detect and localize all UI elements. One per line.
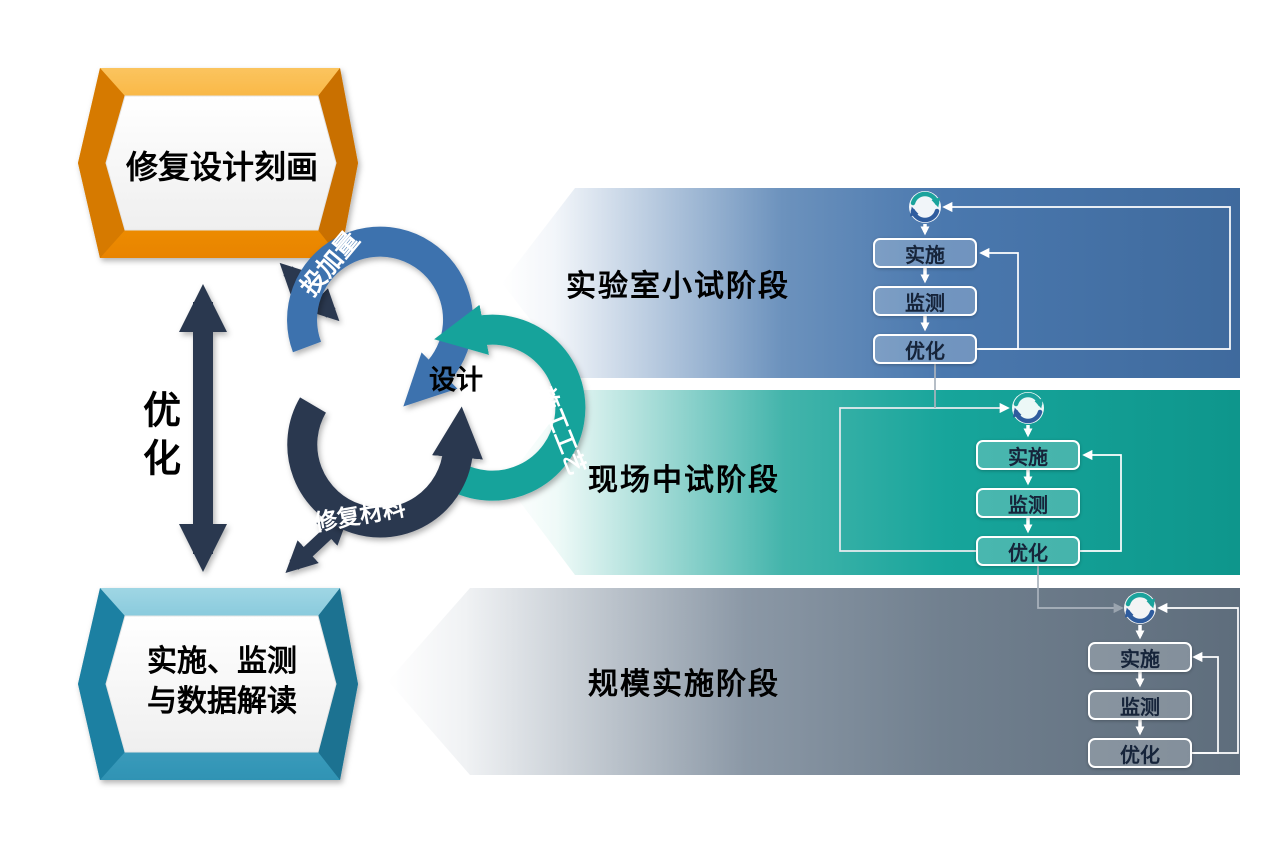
- cycle-icon: [909, 191, 941, 223]
- cycle-icon: [1124, 592, 1156, 624]
- stage-label-pilot: 现场中试阶段: [588, 463, 780, 498]
- lab-step-implement: 实施: [873, 238, 977, 268]
- bottom-banner-label-line2: 与数据解读: [147, 684, 297, 719]
- design-cycle-rings: [287, 226, 586, 538]
- pilot-step-monitor: 监测: [976, 488, 1080, 518]
- design-center-label: 设计: [429, 365, 483, 396]
- bottom-banner-label-line1: 实施、监测: [147, 644, 297, 679]
- top-banner-shape: [78, 68, 358, 258]
- stage-label-lab: 实验室小试阶段: [566, 269, 790, 304]
- stage-label-fullscale: 规模实施阶段: [588, 667, 780, 702]
- lab-step-optimize: 优化: [873, 334, 977, 364]
- pilot-to-fullscale-connector: [1037, 566, 1124, 614]
- material-ring-arrow: [287, 397, 483, 538]
- fullscale-step-optimize: 优化: [1088, 738, 1192, 768]
- pilot-step-implement: 实施: [976, 440, 1080, 470]
- bottom-diagonal-double-arrow: [285, 513, 350, 573]
- pilot-inner-feedback-line: [1080, 449, 1122, 552]
- stage-band-pilot: [505, 390, 1240, 575]
- fullscale-step-implement: 实施: [1088, 642, 1192, 672]
- lab-outer-feedback-line: [942, 201, 1231, 350]
- optimize-label: 优化: [136, 390, 181, 486]
- fullscale-inner-feedback-line: [1192, 651, 1219, 754]
- pilot-outer-feedback-line: [839, 402, 1010, 552]
- bottom-banner-shape: [78, 588, 358, 780]
- cycle-icon: [1012, 392, 1044, 424]
- lab-step-monitor: 监测: [873, 286, 977, 316]
- stage-band-lab: [502, 188, 1240, 378]
- top-banner-label: 修复设计刻画: [125, 148, 318, 186]
- pilot-step-optimize: 优化: [976, 536, 1080, 566]
- technique-ring-arrow: [434, 304, 586, 501]
- fullscale-step-monitor: 监测: [1088, 690, 1192, 720]
- flow-arrows: [920, 224, 1145, 736]
- lab-inner-feedback-line: [977, 247, 1019, 350]
- stage-band-fullscale: [388, 588, 1240, 775]
